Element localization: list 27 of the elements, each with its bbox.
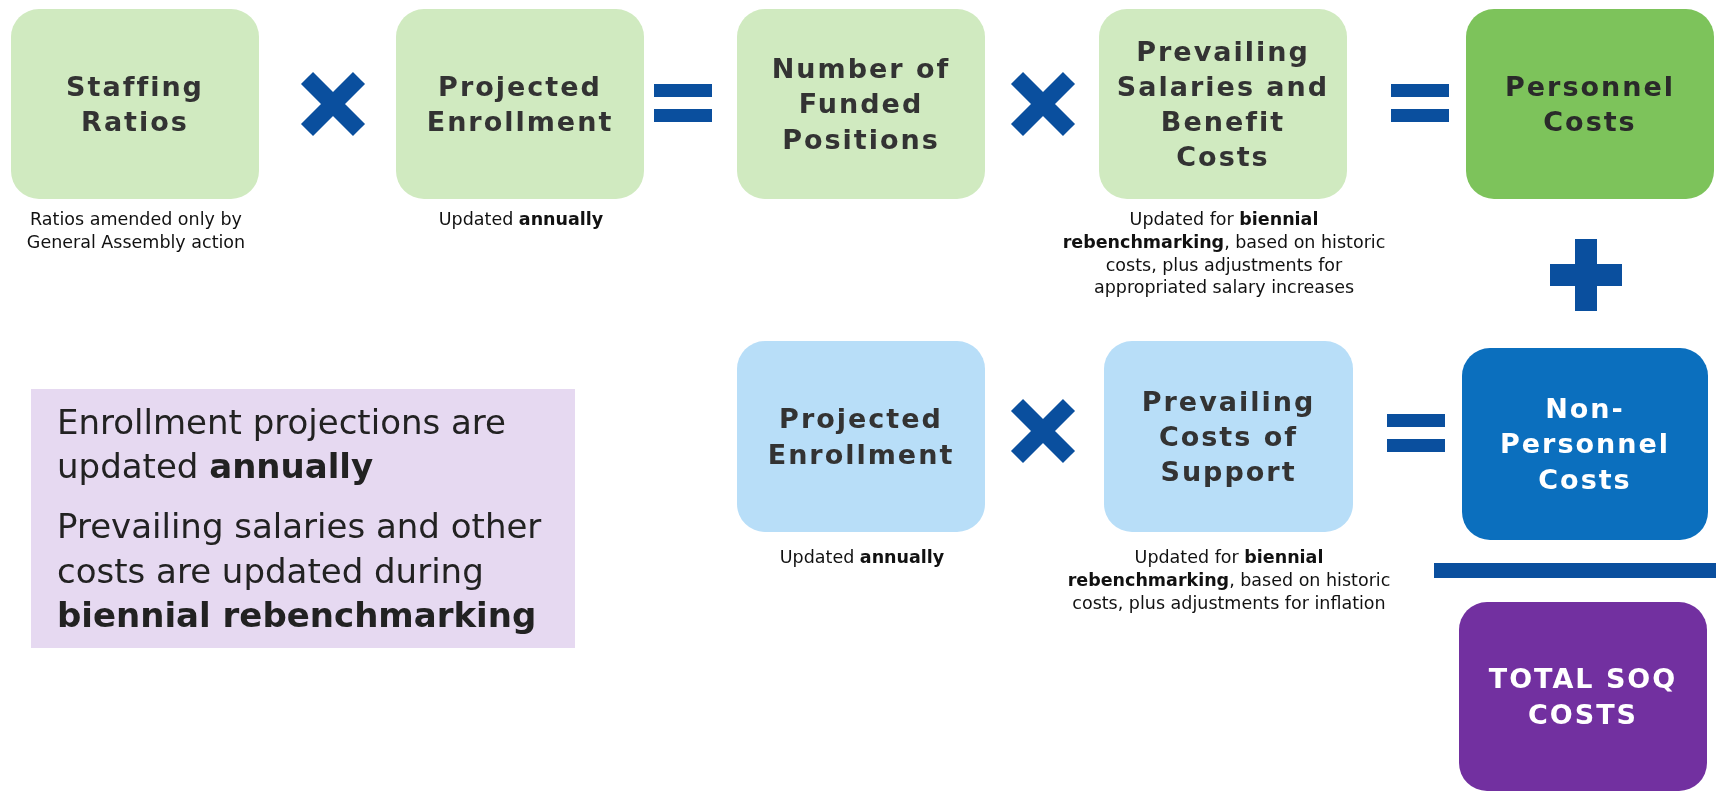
- update-note: Updated annually: [778, 546, 946, 569]
- formula-box: [1099, 9, 1347, 199]
- formula-box: [1462, 348, 1708, 540]
- sum-bar: [1434, 563, 1716, 578]
- box-label: Personnel Costs: [1503, 69, 1676, 139]
- update-note: Updated for biennial rebenchmarking, based on historic costs, plus adjustments for inflation: [1066, 546, 1392, 615]
- note-panel: [31, 389, 575, 648]
- update-note: Updated for biennial rebenchmarking, based on historic costs, plus adjustments for appropriated salary increases: [1061, 208, 1387, 299]
- formula-box: [1466, 9, 1714, 199]
- box-label: Prevailing Salaries and Benefit Costs: [1115, 34, 1331, 175]
- update-note: Ratios amended only by General Assembly action: [25, 208, 247, 254]
- box-label: Staffing Ratios: [65, 69, 205, 139]
- total-box: [1459, 602, 1707, 791]
- update-note: Updated annually: [437, 208, 605, 231]
- box-label: Prevailing Costs of Support: [1140, 384, 1317, 490]
- box-label: TOTAL SOQ COSTS: [1487, 662, 1679, 732]
- note-text: Prevailing salaries and other costs are updated during biennial rebenchmarking: [57, 505, 543, 637]
- formula-box: [737, 9, 985, 199]
- note-text: Enrollment projections are updated annually: [57, 401, 507, 489]
- formula-box: [11, 9, 259, 199]
- box-label: Non-Personnel Costs: [1498, 392, 1671, 497]
- box-label: Projected Enrollment: [425, 69, 615, 139]
- box-label: Number of Funded Positions: [770, 52, 952, 157]
- formula-box: [737, 341, 985, 532]
- box-label: Projected Enrollment: [766, 402, 956, 472]
- formula-box: [396, 9, 644, 199]
- formula-box: [1104, 341, 1353, 532]
